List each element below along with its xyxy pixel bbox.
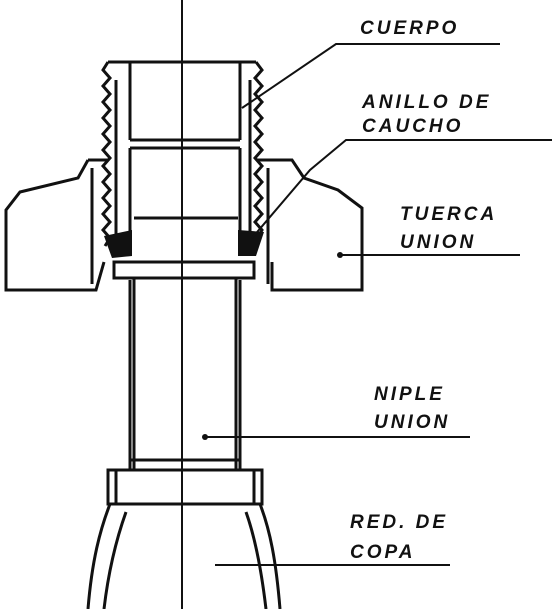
label-niple-line2: UNION [374, 412, 450, 433]
label-red-line2: COPA [350, 542, 415, 563]
label-anillo-line1: ANILLO DE [361, 92, 491, 113]
label-tuerca-line1: TUERCA [400, 204, 497, 225]
label-anillo-line2: CAUCHO [362, 116, 463, 137]
label-red-line1: RED. DE [350, 512, 448, 533]
union-nipple [128, 278, 242, 470]
cup-reducer [86, 468, 282, 609]
union-nut [4, 158, 364, 292]
leader-anillo [251, 139, 552, 239]
label-tuerca-line2: UNION [400, 232, 476, 253]
leader-dot-tuerca [337, 252, 343, 258]
label-niple-line1: NIPLE [374, 384, 445, 405]
rubber-ring-right [238, 230, 264, 256]
rubber-ring-left [104, 230, 132, 258]
leader-cuerpo [241, 43, 500, 109]
body-left-thread [101, 61, 112, 247]
body-right-thread [253, 61, 264, 241]
leader-dot-niple [202, 434, 208, 440]
label-cuerpo: CUERPO [360, 18, 459, 39]
nipple-collar [112, 260, 256, 280]
body-cuerpo [101, 60, 264, 250]
